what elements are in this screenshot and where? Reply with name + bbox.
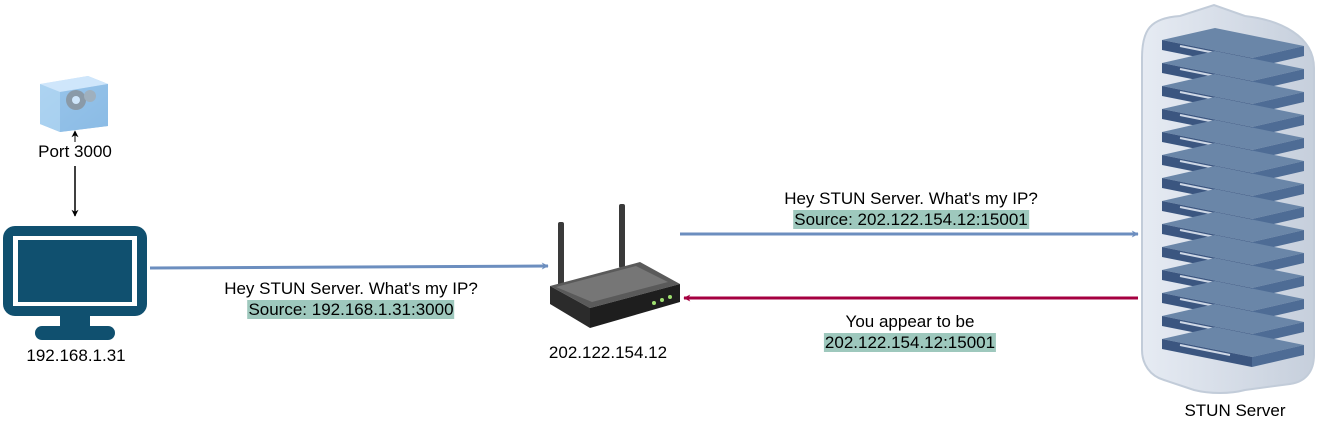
rack-unit xyxy=(1162,327,1304,367)
port-label: Port 3000 xyxy=(38,142,112,161)
server-reply: You appear to be 202.122.154.12:15001 xyxy=(823,311,997,353)
router-message-source: Source: 202.122.154.12:15001 xyxy=(793,210,1029,229)
server-reply-line1: You appear to be xyxy=(845,312,975,331)
server-rack-icon xyxy=(1141,3,1315,394)
router-message: Hey STUN Server. What's my IP? Source: 2… xyxy=(784,188,1038,230)
router-icon xyxy=(550,204,680,328)
router-message-line1: Hey STUN Server. What's my IP? xyxy=(784,189,1038,208)
port-cube-icon xyxy=(40,76,108,132)
computer-ip-label: 192.168.1.31 xyxy=(26,346,126,365)
router-ip-label: 202.122.154.12 xyxy=(548,343,668,362)
client-message: Hey STUN Server. What's my IP? Source: 1… xyxy=(224,278,478,320)
client-to-router-arrow xyxy=(149,262,549,270)
server-label: STUN Server xyxy=(1184,401,1286,420)
server-reply-address: 202.122.154.12:15001 xyxy=(823,333,997,352)
computer-monitor-icon xyxy=(3,226,147,340)
client-message-line1: Hey STUN Server. What's my IP? xyxy=(224,279,478,298)
client-message-source: Source: 192.168.1.31:3000 xyxy=(247,300,455,319)
